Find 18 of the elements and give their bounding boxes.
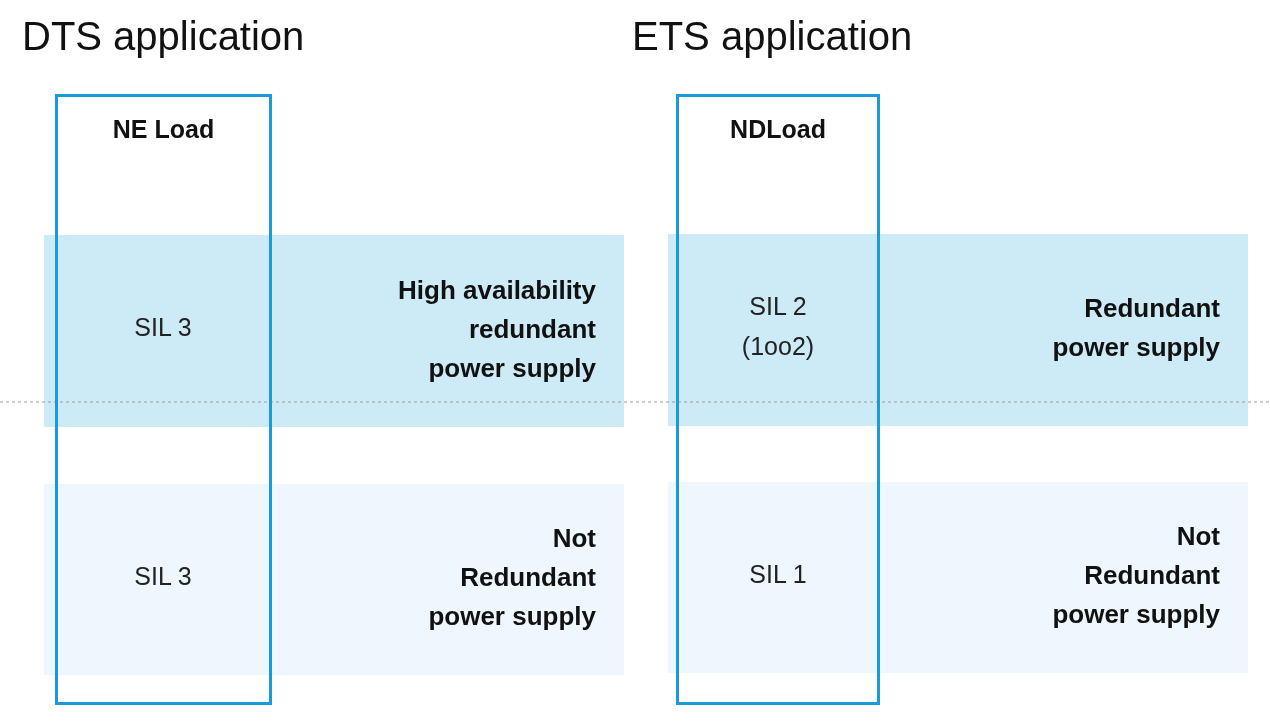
sil-level: SIL 1 bbox=[748, 558, 808, 590]
column-outline bbox=[55, 94, 272, 705]
band-background bbox=[44, 484, 624, 675]
band-background bbox=[668, 234, 1248, 426]
section-title: DTS application bbox=[22, 14, 305, 59]
power-supply-description: Not Redundant power supply bbox=[427, 522, 596, 633]
power-supply-description: Not Redundant power supply bbox=[1051, 520, 1220, 631]
sil-level: SIL 3 bbox=[133, 560, 193, 592]
power-supply-description: Redundant power supply bbox=[1051, 292, 1220, 364]
power-supply-description: High availability redundant power supply bbox=[397, 273, 596, 385]
sil-level: SIL 3 bbox=[133, 312, 193, 343]
band-background bbox=[44, 235, 624, 427]
column-heading: NDLoad bbox=[729, 115, 827, 144]
band-background bbox=[668, 482, 1248, 673]
column-outline bbox=[676, 94, 880, 705]
column-heading: NE Load bbox=[111, 115, 216, 144]
section-title: ETS application bbox=[632, 14, 913, 59]
sil-level: SIL 2 (1oo2) bbox=[740, 291, 816, 362]
